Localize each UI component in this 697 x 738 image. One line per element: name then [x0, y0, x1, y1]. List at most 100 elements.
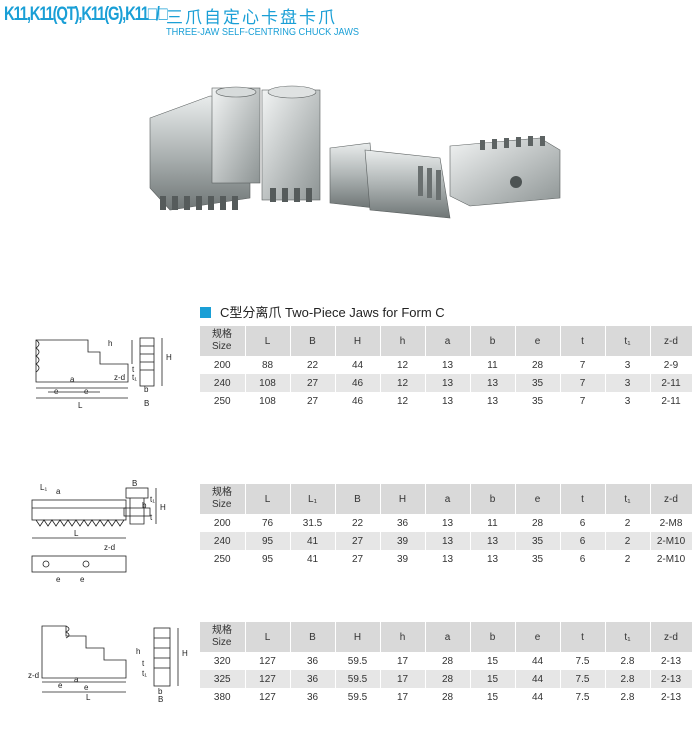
column-header: z-d: [650, 622, 693, 652]
table-cell: 17: [380, 670, 426, 688]
table-cell: 325: [200, 670, 246, 688]
column-header: H: [335, 326, 381, 356]
section-heading: C型分离爪 Two-Piece Jaws for Form C: [200, 302, 445, 321]
table-cell: 3: [605, 392, 651, 410]
column-header: t: [560, 622, 606, 652]
table-cell: 2.8: [605, 652, 651, 670]
column-header: a: [425, 622, 471, 652]
column-header: t₁: [605, 484, 651, 514]
column-header: H: [380, 484, 426, 514]
model-codes: K11,K11(QT),K11(G),K11□/□: [4, 4, 168, 25]
table-cell: 13: [425, 514, 471, 532]
table-cell: 28: [425, 652, 471, 670]
table-cell: 320: [200, 652, 246, 670]
dim-label: b: [142, 501, 147, 510]
table-cell: 2-13: [650, 652, 693, 670]
table-cell: 2-13: [650, 688, 693, 706]
dim-label: L: [78, 401, 83, 410]
dim-label: e: [56, 575, 61, 584]
column-header: B: [290, 622, 336, 652]
table-cell: 13: [425, 392, 471, 410]
dim-label: a: [74, 675, 79, 684]
table-cell: 2-M8: [650, 514, 693, 532]
table-cell: 44: [515, 670, 561, 688]
column-header: t₁: [605, 622, 651, 652]
table-cell: 22: [290, 356, 336, 374]
dim-label: H: [182, 649, 188, 658]
table-cell: 2-13: [650, 670, 693, 688]
table-cell: 7.5: [560, 652, 606, 670]
column-header: b: [470, 622, 516, 652]
column-header: b: [470, 326, 516, 356]
table-cell: 6: [560, 514, 606, 532]
dim-label: L₁: [40, 483, 47, 492]
table-cell: 59.5: [335, 670, 381, 688]
table-cell: 7.5: [560, 688, 606, 706]
column-header: e: [515, 484, 561, 514]
column-header: z-d: [650, 326, 693, 356]
table-cell: 17: [380, 652, 426, 670]
column-header: h: [380, 622, 426, 652]
dim-label: h: [108, 339, 112, 348]
dim-label: e: [84, 387, 89, 396]
column-header: a: [425, 484, 471, 514]
table-cell: 13: [470, 550, 516, 568]
table-cell: 31.5: [290, 514, 336, 532]
dim-label: H: [166, 353, 172, 362]
column-header: t₁: [605, 326, 651, 356]
table-cell: 2-M10: [650, 532, 693, 550]
table-cell: 127: [245, 652, 291, 670]
dim-label: e: [58, 681, 63, 690]
table-cell: 12: [380, 392, 426, 410]
column-header: b: [470, 484, 516, 514]
table-cell: 35: [515, 550, 561, 568]
table-cell: 3: [605, 356, 651, 374]
table-cell: 59.5: [335, 688, 381, 706]
table-cell: 2-9: [650, 356, 693, 374]
table-cell: 27: [290, 374, 336, 392]
table-cell: 39: [380, 532, 426, 550]
table-cell: 46: [335, 374, 381, 392]
table-cell: 7: [560, 356, 606, 374]
table-cell: 13: [470, 374, 516, 392]
column-header: L: [245, 484, 291, 514]
table-cell: 250: [200, 550, 246, 568]
dim-label: L: [86, 693, 91, 702]
page-title-en: THREE-JAW SELF-CENTRING CHUCK JAWS: [166, 27, 360, 38]
table-cell: 46: [335, 392, 381, 410]
table-cell: 127: [245, 670, 291, 688]
table-cell: 15: [470, 688, 516, 706]
column-header: z-d: [650, 484, 693, 514]
column-header: B: [335, 484, 381, 514]
table-cell: 240: [200, 374, 246, 392]
table-cell: 76: [245, 514, 291, 532]
column-header: e: [515, 622, 561, 652]
column-header: h: [380, 326, 426, 356]
product-photo: [140, 78, 580, 228]
drawing-form-c-jaw-2: L₁ a L z-d e e B b H t₁ t: [26, 478, 198, 590]
column-header: t: [560, 484, 606, 514]
table-cell: 3: [605, 374, 651, 392]
table-cell: 95: [245, 532, 291, 550]
table-cell: 2: [605, 532, 651, 550]
table-cell: 44: [335, 356, 381, 374]
dim-label: t: [132, 365, 135, 374]
table-cell: 95: [245, 550, 291, 568]
dim-label: t: [142, 659, 145, 668]
table-cell: 41: [290, 550, 336, 568]
page-title-cn: 三爪自定心卡盘卡爪: [166, 8, 337, 27]
table-cell: 7: [560, 374, 606, 392]
table-cell: 27: [335, 532, 381, 550]
column-header: t: [560, 326, 606, 356]
table-cell: 28: [425, 670, 471, 688]
dim-label: e: [80, 575, 85, 584]
table-cell: 7: [560, 392, 606, 410]
